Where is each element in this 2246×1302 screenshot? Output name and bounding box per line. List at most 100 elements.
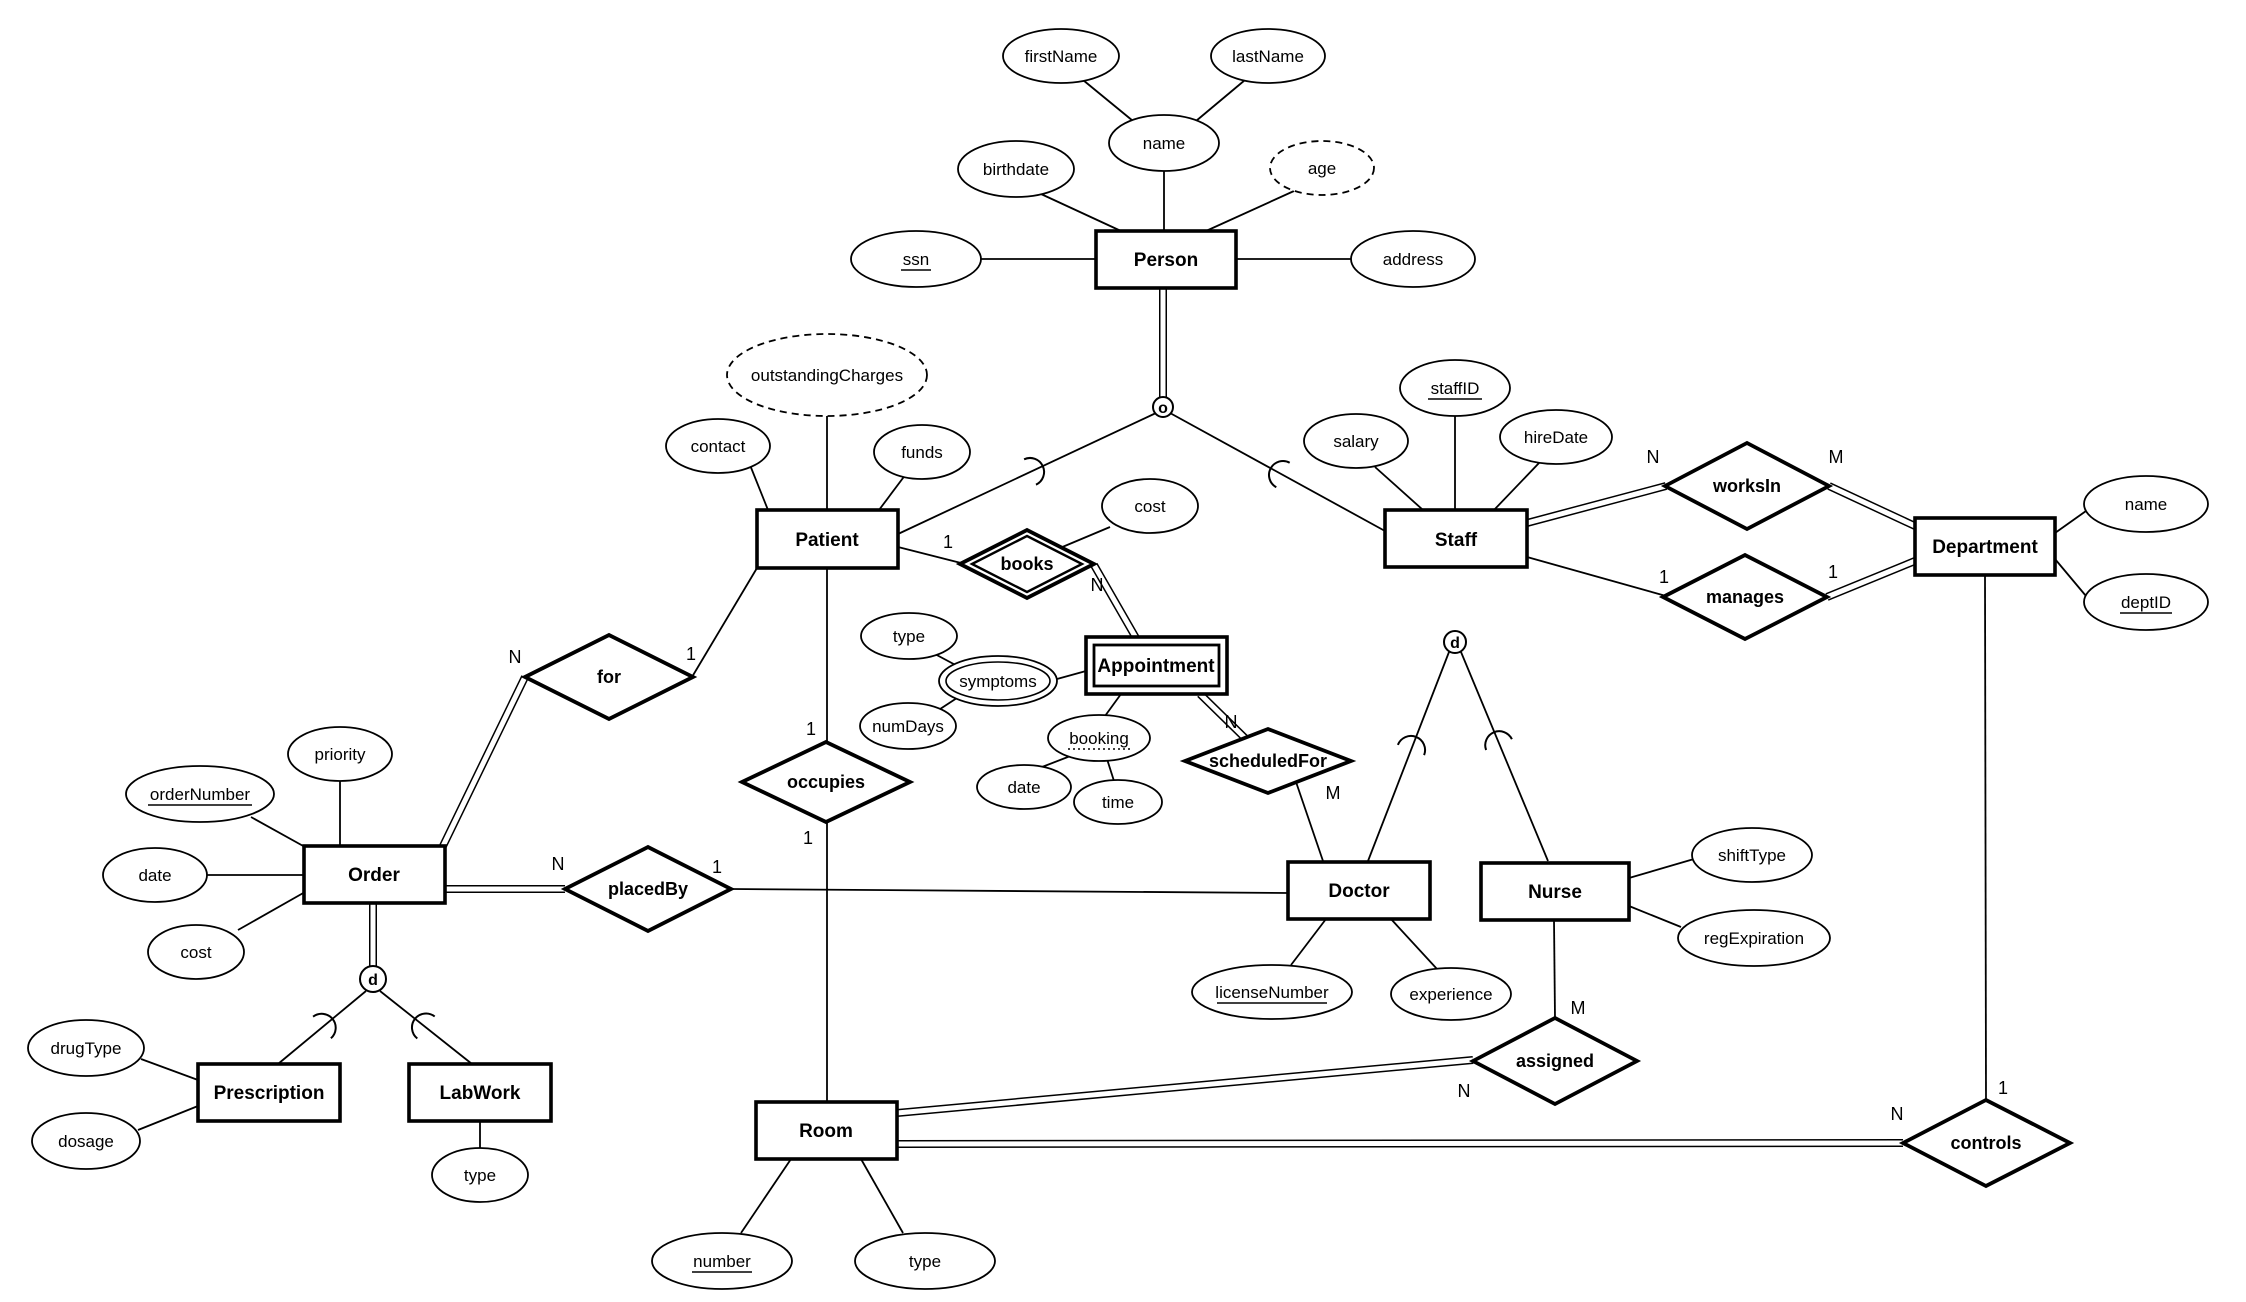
- connector-nurse-shifttype: [1628, 858, 1695, 879]
- entity-order-box: [302, 844, 447, 905]
- attribute-person-lastname: [1210, 28, 1326, 84]
- relationship-books-label: books: [1000, 554, 1053, 574]
- attribute-department-name: [2083, 475, 2209, 533]
- attribute-deptid-label: deptID: [2121, 593, 2171, 612]
- subset-arc-d-doctor: [1396, 734, 1427, 756]
- relationship-assigned-diamond: [1468, 1015, 1642, 1107]
- attribute-patient-contact: [665, 418, 771, 474]
- relationship-scheduledfor-label: scheduledFor: [1209, 751, 1327, 771]
- relationship-for-label: for: [597, 667, 621, 687]
- entity-shapes: [196, 229, 2057, 1161]
- attribute-drugtype-label: drugType: [51, 1039, 122, 1058]
- connector-scheduledfor-doctor: [1294, 778, 1324, 862]
- cardinality-occupies-room: 1: [803, 828, 813, 848]
- entity-nurse-box: [1479, 861, 1631, 922]
- specialization-letter-order: d: [368, 972, 378, 989]
- attribute-experience-label: experience: [1409, 985, 1492, 1004]
- double-connector-room-assigned-gap: [896, 1057, 1474, 1116]
- double-connector-for-order-gap: [440, 675, 528, 848]
- attribute-ordernumber-label: orderNumber: [150, 785, 250, 804]
- entity-person-box: [1094, 229, 1238, 290]
- double-connector-books-appointment-gap: [1091, 563, 1139, 640]
- double-connector-worksin-department-gap: [1827, 483, 1917, 529]
- double-connector-manages-department-gap: [1826, 558, 1916, 600]
- specialization-circle-order-disjoint: [359, 965, 387, 993]
- connector-patient-for: [691, 567, 758, 678]
- connector-placedby-doctor: [730, 888, 1289, 894]
- attribute-lastname-label: lastName: [1232, 47, 1304, 66]
- cardinality-controls-department: 1: [1998, 1078, 2008, 1098]
- connector-ordernumber-order: [250, 816, 306, 848]
- attribute-firstname-label: firstName: [1025, 47, 1098, 66]
- attribute-age-label: age: [1308, 159, 1336, 178]
- attribute-room-type: [854, 1232, 996, 1290]
- attribute-person-ssn-key: [850, 230, 982, 288]
- attribute-date-booking-label: date: [1007, 778, 1040, 797]
- connector-department-name: [2054, 510, 2087, 534]
- entity-staff-label: Staff: [1435, 530, 1478, 551]
- attribute-staff-staffid-key: [1399, 359, 1511, 417]
- subset-arc-o-patient: [1023, 456, 1046, 486]
- attribute-order-date: [102, 847, 208, 903]
- specialization-letter-staff: d: [1450, 635, 1460, 652]
- cardinality-assigned-room: N: [1458, 1081, 1471, 1101]
- attribute-type-labwork-label: type: [464, 1166, 496, 1185]
- attribute-dosage-label: dosage: [58, 1132, 114, 1151]
- attribute-licensenumber-label: licenseNumber: [1215, 983, 1329, 1002]
- cardinality-occupies-patient: 1: [806, 719, 816, 739]
- connector-symptoms-appointment: [1056, 670, 1087, 680]
- attribute-time-label: time: [1102, 793, 1134, 812]
- entity-doctor-box: [1286, 860, 1432, 921]
- attribute-patient-outstandingcharges-derived: [726, 333, 928, 417]
- cardinality-labels: 1 N N M N M 1 1 N 1 1 1 N 1 M N 1 N: [509, 447, 2009, 1124]
- entity-labwork-label: LabWork: [440, 1083, 521, 1104]
- connector-nurse-assigned: [1553, 919, 1556, 1019]
- attribute-prescription-drugtype: [27, 1019, 145, 1077]
- attribute-contact-label: contact: [691, 437, 746, 456]
- attribute-appointment-symptoms-multivalued: [938, 655, 1058, 707]
- relationship-worksin-diamond: [1660, 440, 1834, 532]
- connector-dosage-prescription: [137, 1105, 199, 1131]
- attribute-type-symptoms-label: type: [893, 627, 925, 646]
- key-underlines: [148, 269, 2172, 1273]
- connector-birthdate-person: [1040, 193, 1122, 232]
- attribute-person-address: [1350, 230, 1476, 288]
- cardinality-books-patient: 1: [943, 532, 953, 552]
- attribute-birthdate-label: birthdate: [983, 160, 1049, 179]
- entity-room-box: [754, 1100, 899, 1161]
- attribute-priority-label: priority: [314, 745, 366, 764]
- entity-person-label: Person: [1134, 250, 1198, 271]
- entity-prescription-label: Prescription: [214, 1083, 325, 1104]
- connector-department-deptid: [2054, 558, 2087, 597]
- attribute-room-number-key: [651, 1232, 793, 1290]
- attribute-cost-books-label: cost: [1134, 497, 1165, 516]
- connector-drugtype-prescription: [140, 1058, 199, 1081]
- double-connector-staff-worksin-gap: [1526, 483, 1667, 526]
- attribute-address-label: address: [1383, 250, 1443, 269]
- attribute-symptoms-numdays: [859, 702, 957, 750]
- entity-patient-box: [755, 508, 900, 570]
- attribute-type-room-label: type: [909, 1252, 941, 1271]
- relationship-assigned-label: assigned: [1516, 1051, 1594, 1071]
- connector-o-patient: [897, 412, 1157, 535]
- subset-arc-d-labwork: [411, 1012, 436, 1040]
- connector-firstname-name: [1082, 79, 1134, 122]
- entity-staff-box: [1383, 508, 1529, 569]
- attribute-booking-time: [1073, 779, 1163, 825]
- attribute-hiredate-label: hireDate: [1524, 428, 1588, 447]
- attribute-symptoms-type: [860, 612, 958, 660]
- attribute-person-name: [1108, 114, 1220, 172]
- subset-arc-d-prescription: [312, 1012, 337, 1040]
- attribute-salary-label: salary: [1333, 432, 1379, 451]
- cardinality-worksin-department: M: [1829, 447, 1844, 467]
- entity-order-label: Order: [348, 865, 400, 886]
- attribute-outstandingcharges-label: outstandingCharges: [751, 366, 903, 385]
- connector-staff-manages: [1526, 556, 1667, 597]
- entity-room-label: Room: [799, 1121, 853, 1142]
- relationship-manages-diamond: [1658, 552, 1832, 642]
- attribute-staffid-label: staffID: [1431, 379, 1480, 398]
- entity-department-label: Department: [1932, 537, 2038, 558]
- attribute-appointment-symptoms-inner: [945, 661, 1051, 701]
